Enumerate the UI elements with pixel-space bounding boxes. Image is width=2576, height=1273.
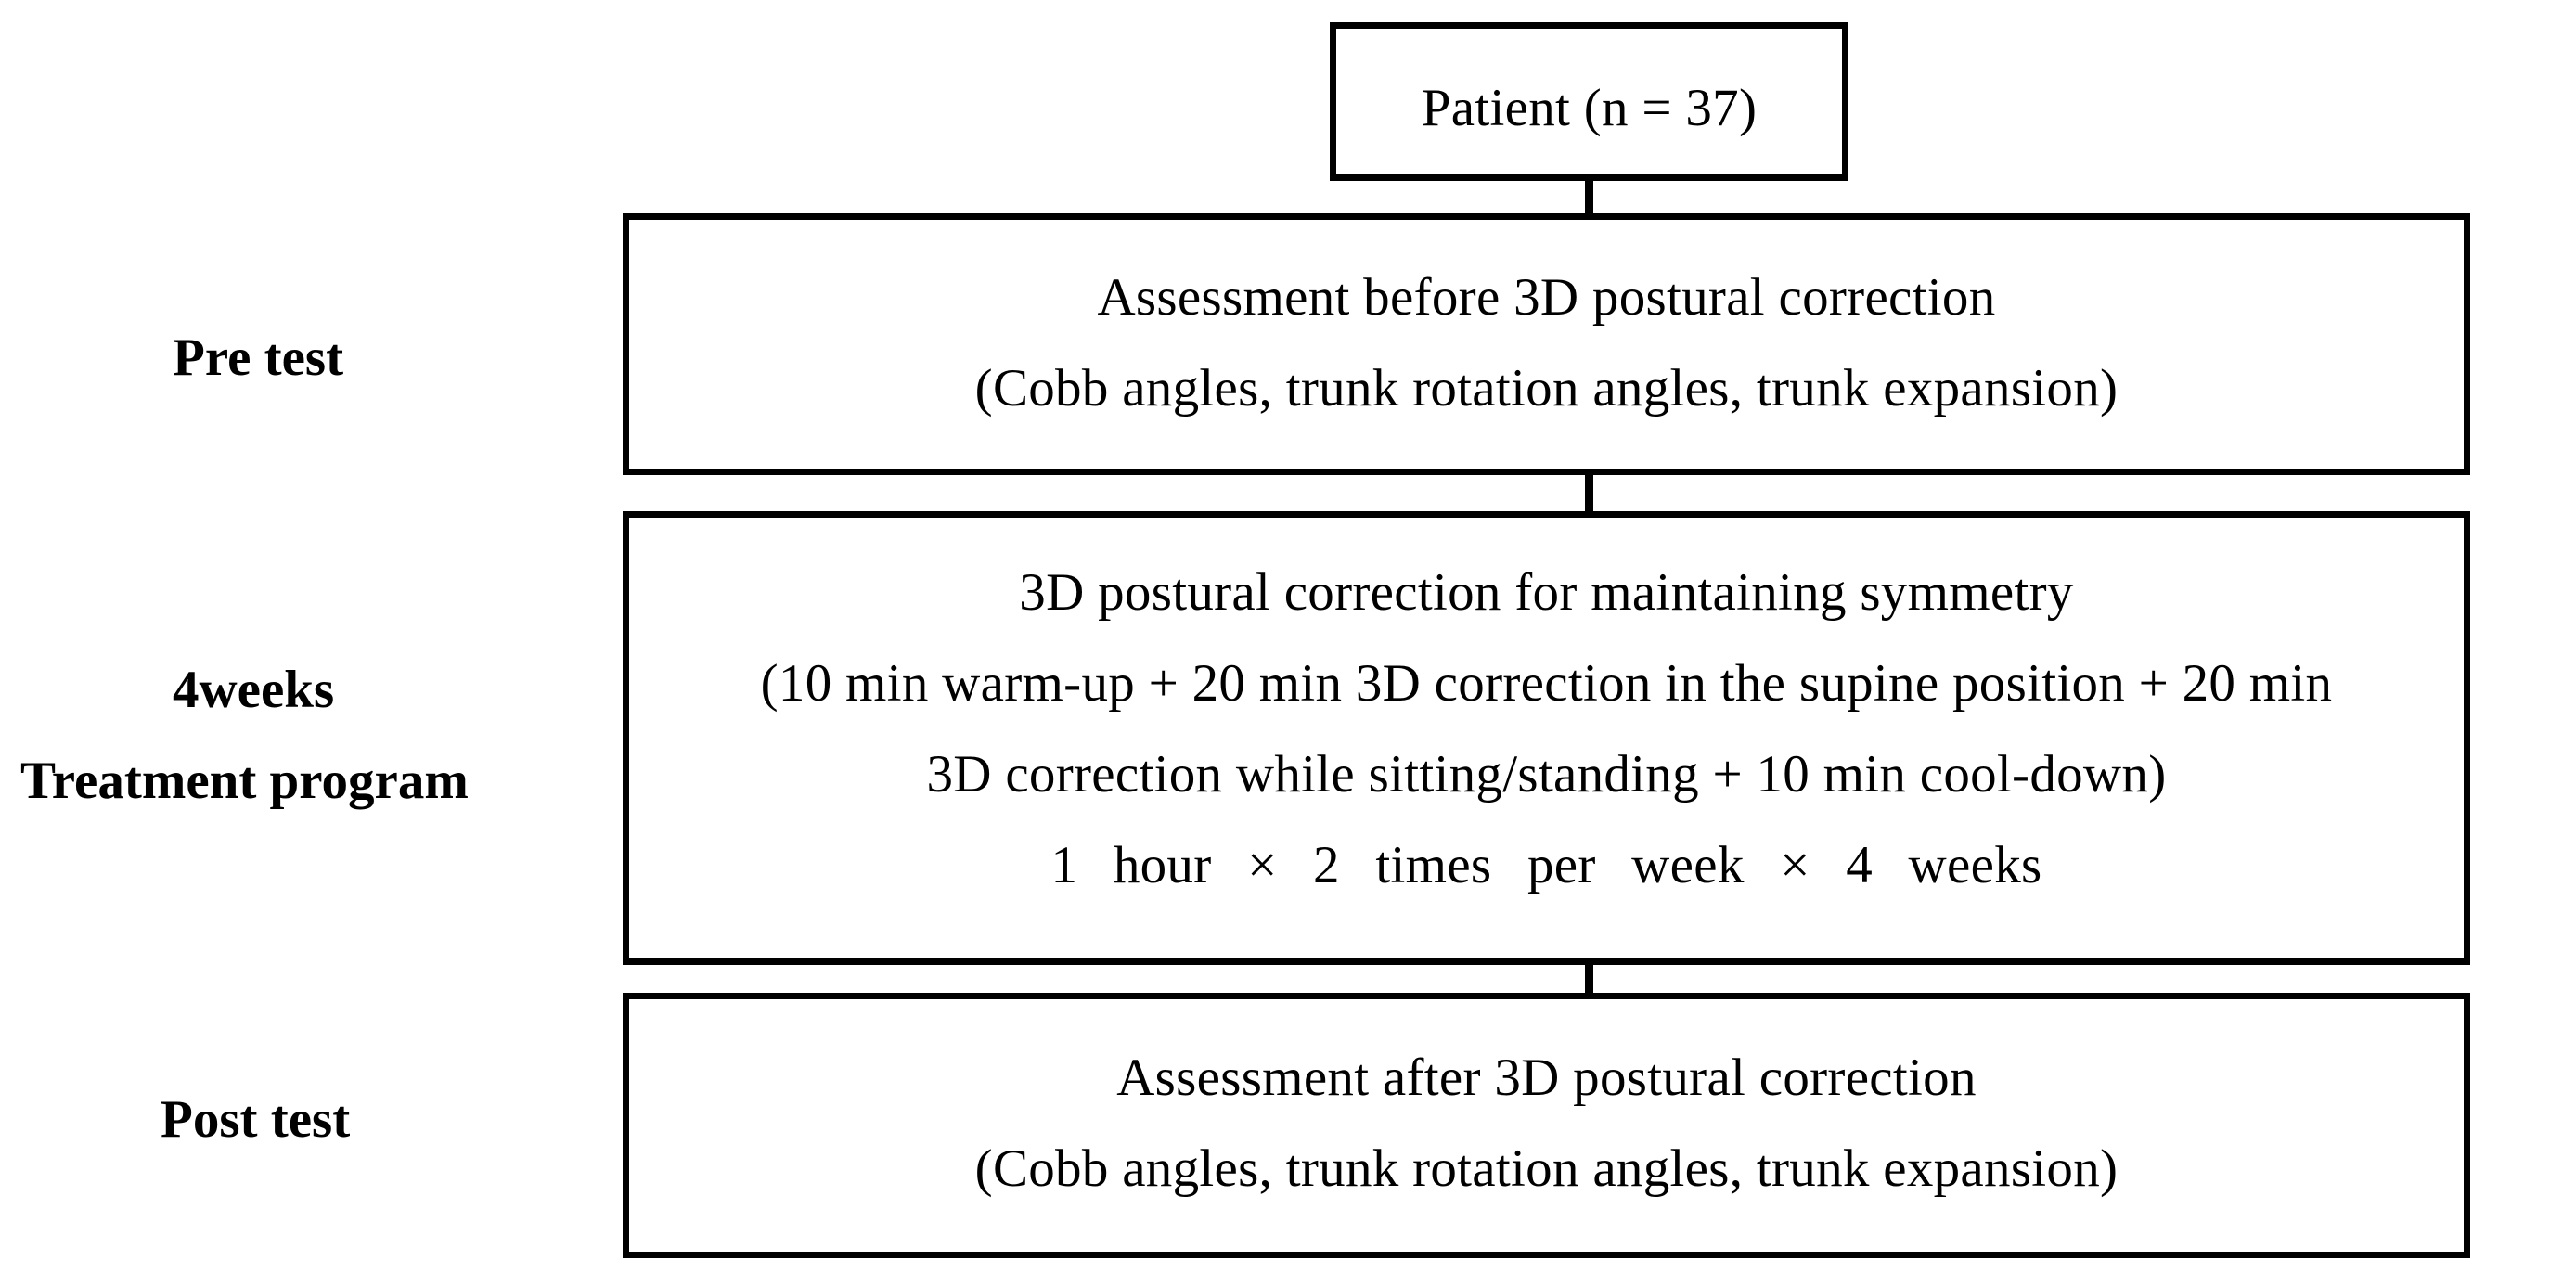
connector-pretest-to-treatment [1585,473,1593,515]
connector-treatment-to-posttest [1585,961,1593,997]
treatment-title: 3D postural correction for maintaining s… [1019,563,2074,622]
pre-test-measures: (Cobb angles, trunk rotation angles, tru… [974,359,2119,418]
post-test-measures: (Cobb angles, trunk rotation angles, tru… [974,1139,2119,1198]
connector-patient-to-pretest [1585,181,1593,217]
treatment-duration-label: 4weeks [173,661,335,719]
post-test-title: Assessment after 3D postural correction [1116,1048,1977,1107]
post-test-box: Assessment after 3D postural correction … [623,993,2470,1258]
treatment-box: 3D postural correction for maintaining s… [623,511,2470,965]
pre-test-label: Pre test [173,328,344,387]
treatment-schedule-part1: (10 min warm-up + 20 min 3D correction i… [760,654,2333,713]
treatment-frequency: 1 hour × 2 times per week × 4 weeks [1050,836,2042,894]
post-test-label: Post test [161,1090,351,1149]
treatment-schedule-part2: 3D correction while sitting/standing + 1… [926,745,2167,804]
patient-box: Patient (n = 37) [1330,22,1848,181]
pre-test-box: Assessment before 3D postural correction… [623,213,2470,475]
pre-test-title: Assessment before 3D postural correction [1097,268,1996,327]
patient-count-text: Patient (n = 37) [1421,79,1758,137]
treatment-program-label: Treatment program [20,752,469,810]
